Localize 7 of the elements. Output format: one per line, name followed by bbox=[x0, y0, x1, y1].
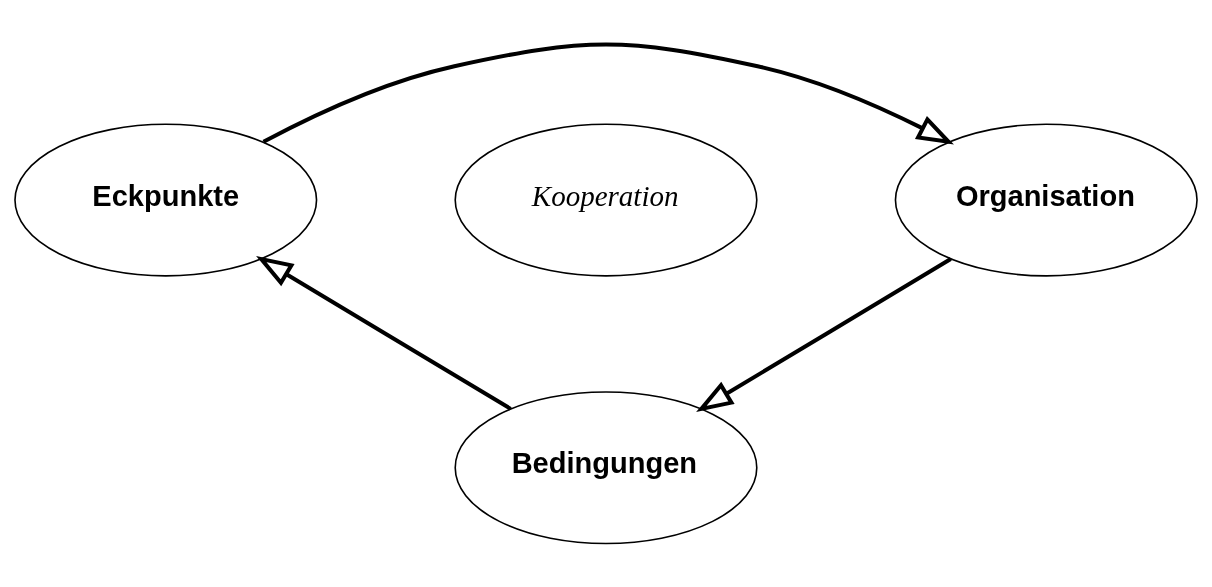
node-ellipse: Kooperation bbox=[454, 122, 758, 277]
arrow bbox=[256, 255, 512, 411]
arrow bbox=[696, 256, 952, 412]
node-ellipse: Bedingungen bbox=[454, 390, 758, 544]
node-ellipse: Organisation bbox=[894, 122, 1198, 277]
node-ellipse: Eckpunkte bbox=[14, 122, 318, 277]
arrow bbox=[262, 42, 954, 145]
